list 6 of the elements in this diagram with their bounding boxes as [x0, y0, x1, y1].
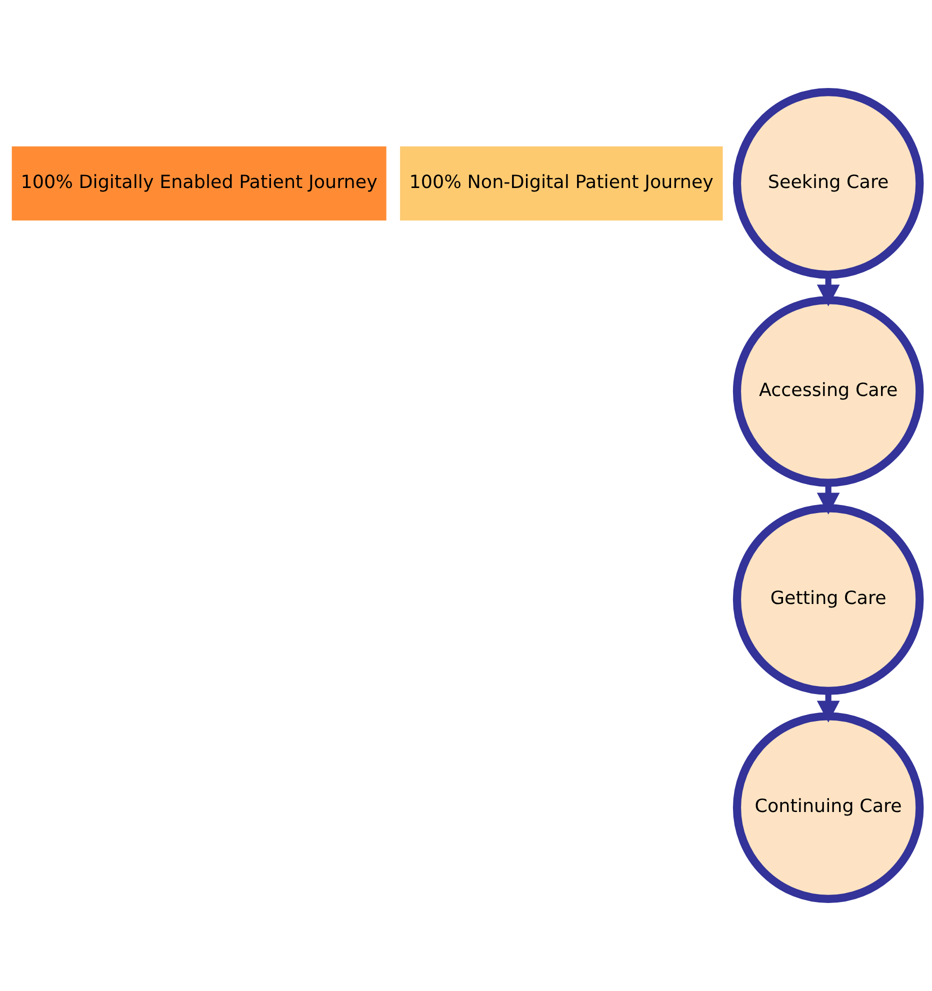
node-circle: Seeking Care	[732, 88, 924, 279]
node-circle: Getting Care	[732, 504, 924, 695]
node-circle: Continuing Care	[732, 712, 924, 903]
node-box: 100% Non-Digital Patient Journey	[400, 146, 723, 220]
node-circle: Accessing Care	[732, 296, 924, 487]
node-box: 100% Digitally Enabled Patient Journey	[12, 146, 386, 220]
